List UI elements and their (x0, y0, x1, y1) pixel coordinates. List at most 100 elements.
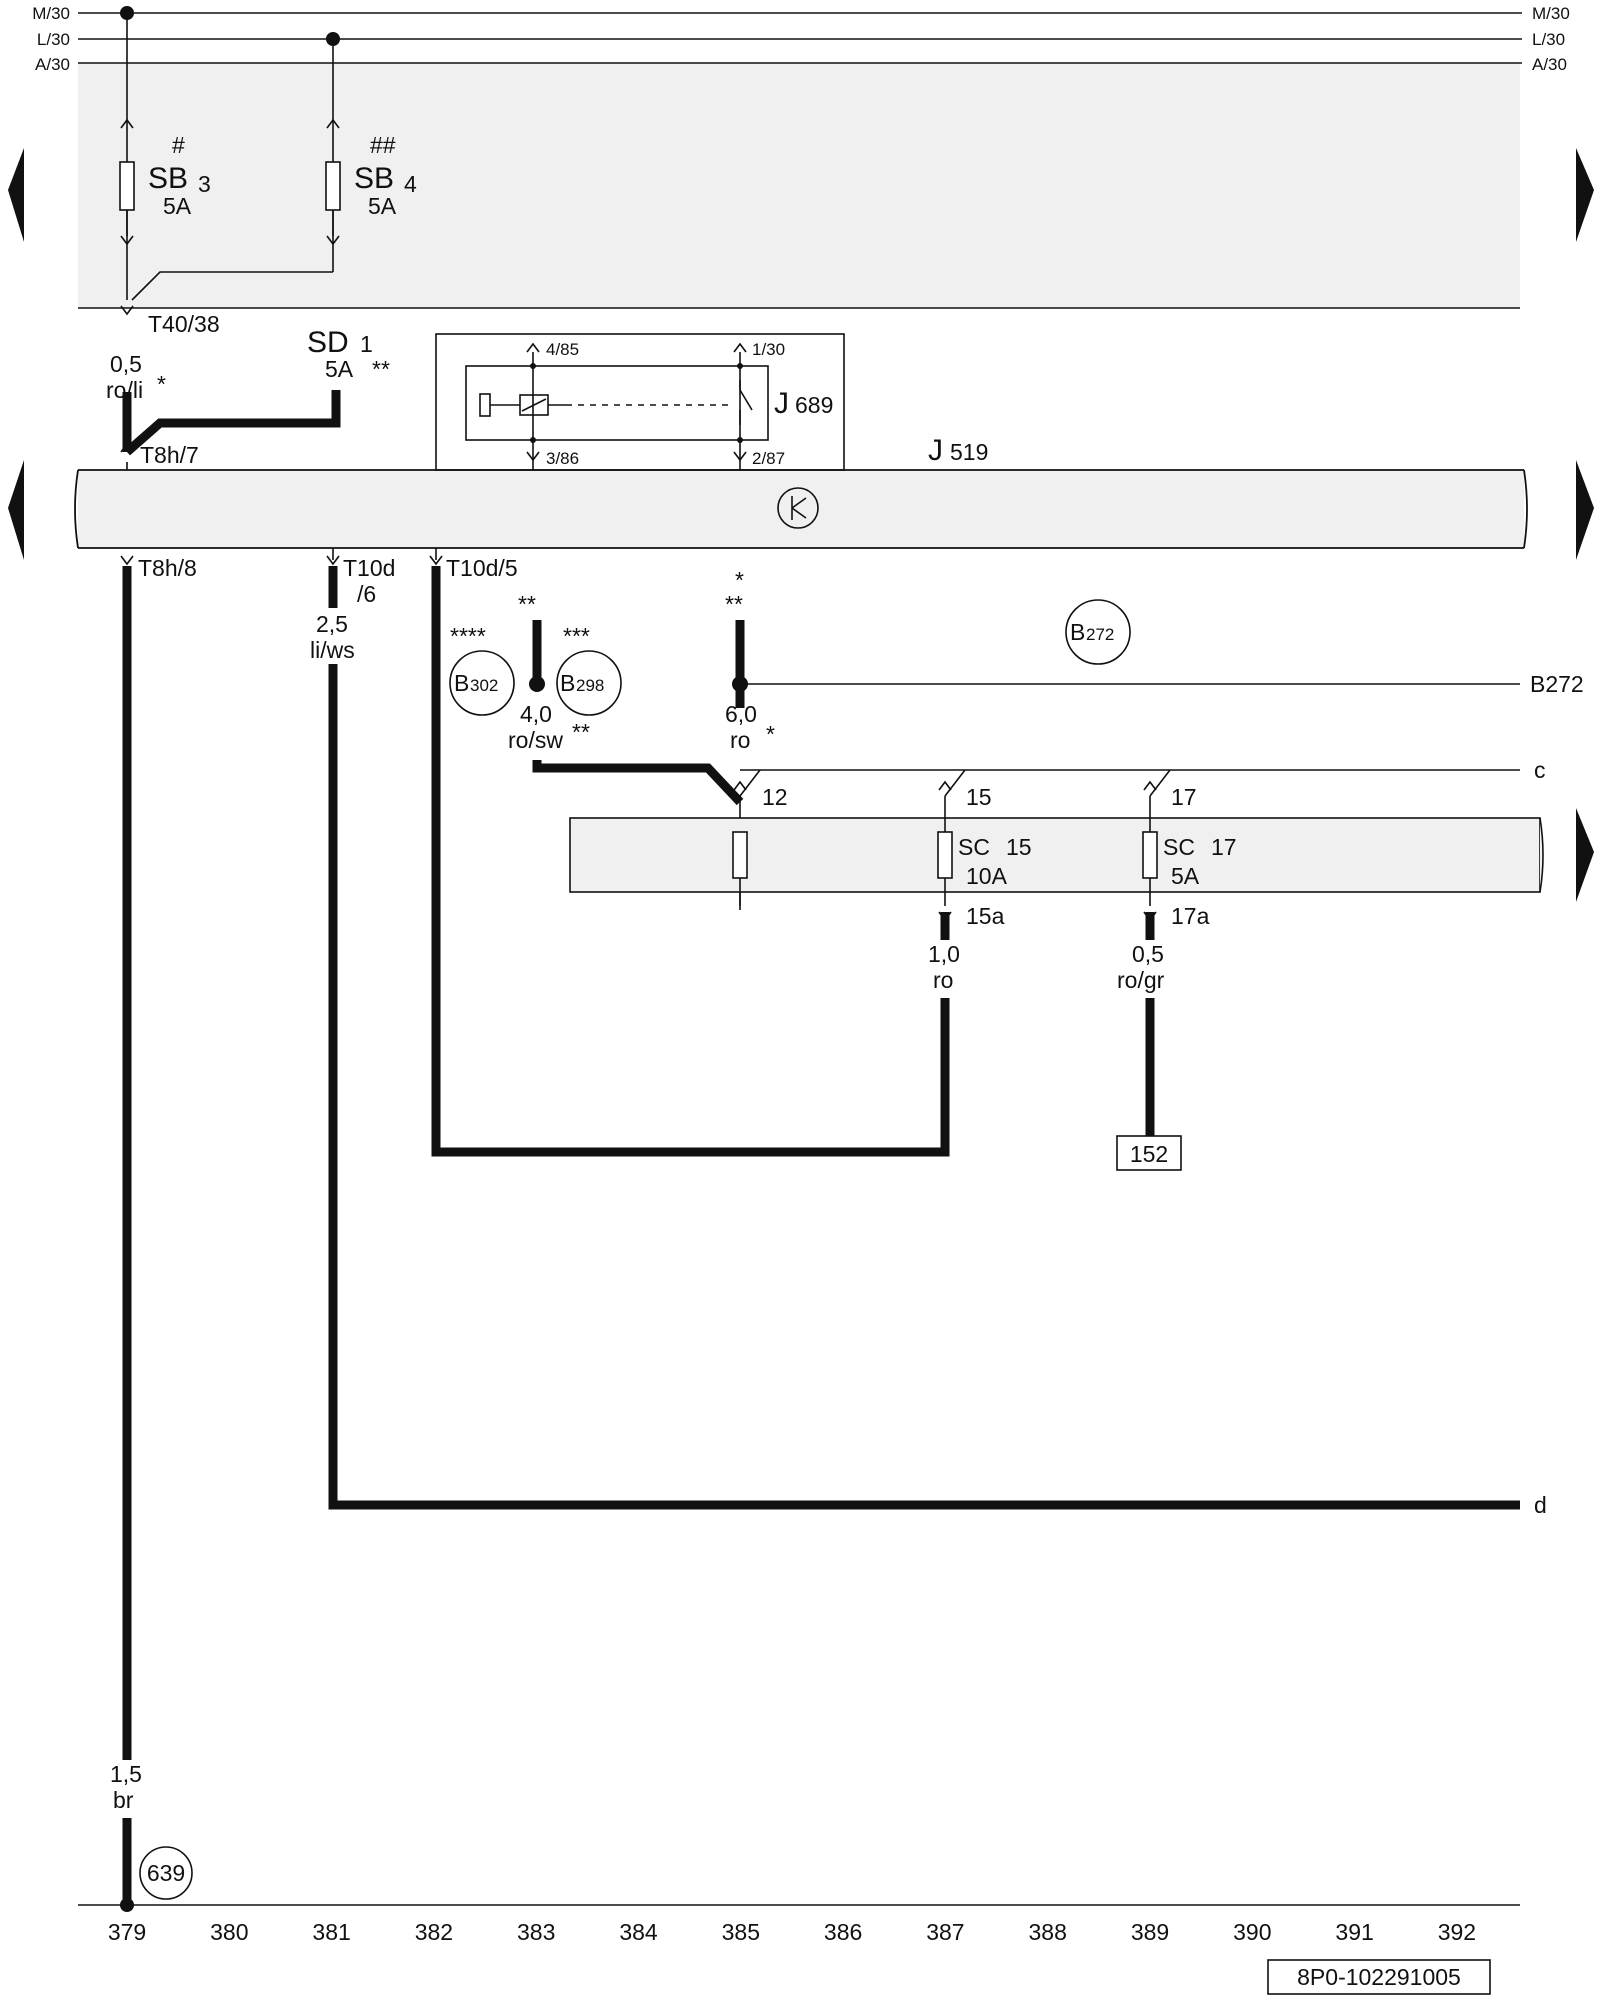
fuse-sd1-rating: 5A (325, 356, 354, 382)
ref-d-label: d (1534, 1492, 1547, 1518)
wire-color-li-ws: li/ws (310, 637, 355, 663)
column-number-386: 386 (824, 1919, 862, 1945)
fuse-pin-17: 17 (1171, 784, 1197, 810)
fuse-sc15-name: SC (958, 834, 990, 860)
fuse-sc17-num: 17 (1211, 834, 1237, 860)
wire-size-ro-1: 1,0 (928, 941, 960, 967)
ref-b302-circle (449, 650, 515, 716)
marker-2-star-b: ** (518, 591, 536, 617)
ref-b272-circle (1065, 599, 1131, 665)
ref-b302-name: B (454, 670, 469, 696)
marker-ro-6: * (766, 721, 775, 747)
fuse-pin-15: 15 (966, 784, 992, 810)
column-number-384: 384 (619, 1919, 658, 1945)
ref-b302-num: 302 (470, 676, 498, 695)
relay-j689-num: 689 (795, 392, 833, 418)
fuse-sb4-name: SB (354, 162, 394, 195)
column-number-379: 379 (108, 1919, 146, 1945)
column-number-392: 392 (1438, 1919, 1476, 1945)
wire-color-ro-gr: ro/gr (1117, 967, 1165, 993)
relay-pin-3-86: 3/86 (546, 449, 579, 468)
marker-3-star: *** (563, 623, 590, 649)
wire-size-br: 1,5 (110, 1761, 142, 1787)
fuse-sb3-num: 3 (198, 171, 211, 197)
doc-code-box (1267, 1959, 1491, 1995)
column-number-390: 390 (1233, 1919, 1271, 1945)
column-number-381: 381 (312, 1919, 350, 1945)
module-band (78, 470, 1524, 548)
ref-b272-num: 272 (1086, 625, 1114, 644)
module-j519-name: J (928, 434, 943, 467)
fuse-pin-12: 12 (762, 784, 788, 810)
marker-2-star-c: ** (725, 591, 743, 617)
fuse-sc15-num: 15 (1006, 834, 1032, 860)
pin-t10d-5: T10d/5 (446, 555, 518, 581)
wire-size-ro-li: 0,5 (110, 351, 142, 377)
fuse-sc15-out: 15a (966, 903, 1005, 929)
module-j519-num: 519 (950, 439, 988, 465)
fuse-sc17-name: SC (1163, 834, 1195, 860)
relay-j689-name: J (774, 387, 789, 420)
wire-size-ro-gr: 0,5 (1132, 941, 1164, 967)
ref-b298-num: 298 (576, 676, 604, 695)
wire-mark-ro-li: * (157, 371, 166, 397)
relay-pin-1-30: 1/30 (752, 340, 785, 359)
fuse-sd1-num: 1 (360, 331, 373, 357)
connector-t40-38: T40/38 (148, 311, 220, 337)
doc-code-label: 8P0-102291005 (1297, 1964, 1461, 1990)
column-number-385: 385 (722, 1919, 760, 1945)
column-number-389: 389 (1131, 1919, 1169, 1945)
pin-t8h-7: T8h/7 (140, 442, 199, 468)
relay-pin-4-85: 4/85 (546, 340, 579, 359)
ref-b272-name: B (1070, 619, 1085, 645)
fuse-holder-sc (569, 817, 1541, 893)
column-number-391: 391 (1335, 1919, 1373, 1945)
relay-pin-2-87: 2/87 (752, 449, 785, 468)
bus-lines (78, 12, 1522, 64)
wire-color-ro-1: ro (933, 967, 953, 993)
fuse-sc15-rating: 10A (966, 863, 1008, 889)
bus-label-right-0: M/30 (1532, 4, 1570, 23)
wire-size-ro-sw: 4,0 (520, 701, 552, 727)
wire-size-li-ws: 2,5 (316, 611, 348, 637)
ref-b272-line-label: B272 (1530, 671, 1584, 697)
next-page-arrow-top[interactable] (1576, 148, 1594, 242)
fuse-sb4-mark: ## (370, 132, 396, 158)
pin-t10d-6: T10d (343, 555, 395, 581)
ref-box-152 (1116, 1135, 1182, 1171)
pin-t8h-8: T8h/8 (138, 555, 197, 581)
next-page-arrow-mid[interactable] (1576, 460, 1594, 560)
thick-wires (122, 390, 1520, 1905)
wire-size-ro-6: 6,0 (725, 701, 757, 727)
column-number-388: 388 (1029, 1919, 1067, 1945)
bus-label-left-2: A/30 (35, 55, 70, 74)
ref-c-label: c (1534, 757, 1546, 783)
ref-b298-circle (556, 650, 622, 716)
prev-page-arrow-top[interactable] (8, 148, 24, 242)
fuse-sb3-rating: 5A (163, 193, 192, 219)
fuse-sb4-rating: 5A (368, 193, 397, 219)
fuse-sd1-name: SD (307, 326, 349, 359)
pin-t10d-6-sub: /6 (357, 581, 376, 607)
ref-639-label: 639 (147, 1860, 185, 1886)
column-number-383: 383 (517, 1919, 555, 1945)
bus-label-left-0: M/30 (32, 4, 70, 23)
transistor-symbol-icon (777, 487, 819, 529)
marker-ro-sw: ** (572, 719, 590, 745)
bus-label-left-1: L/30 (37, 30, 70, 49)
column-number-380: 380 (210, 1919, 248, 1945)
fuse-sc17-rating: 5A (1171, 863, 1200, 889)
fuse-sb3-name: SB (148, 162, 188, 195)
fuse-sb3-mark: # (172, 132, 185, 158)
ref-b298-name: B (560, 670, 575, 696)
wire-color-ro-sw: ro/sw (508, 727, 563, 753)
prev-page-arrow-mid[interactable] (8, 460, 24, 560)
fuse-sb4-num: 4 (404, 171, 417, 197)
marker-4-star: **** (450, 623, 486, 649)
next-page-arrow-fuse[interactable] (1576, 808, 1594, 902)
ref-box-152-label: 152 (1130, 1141, 1168, 1167)
fuse-panel-top (78, 63, 1520, 308)
thin-wires (78, 13, 1520, 1906)
